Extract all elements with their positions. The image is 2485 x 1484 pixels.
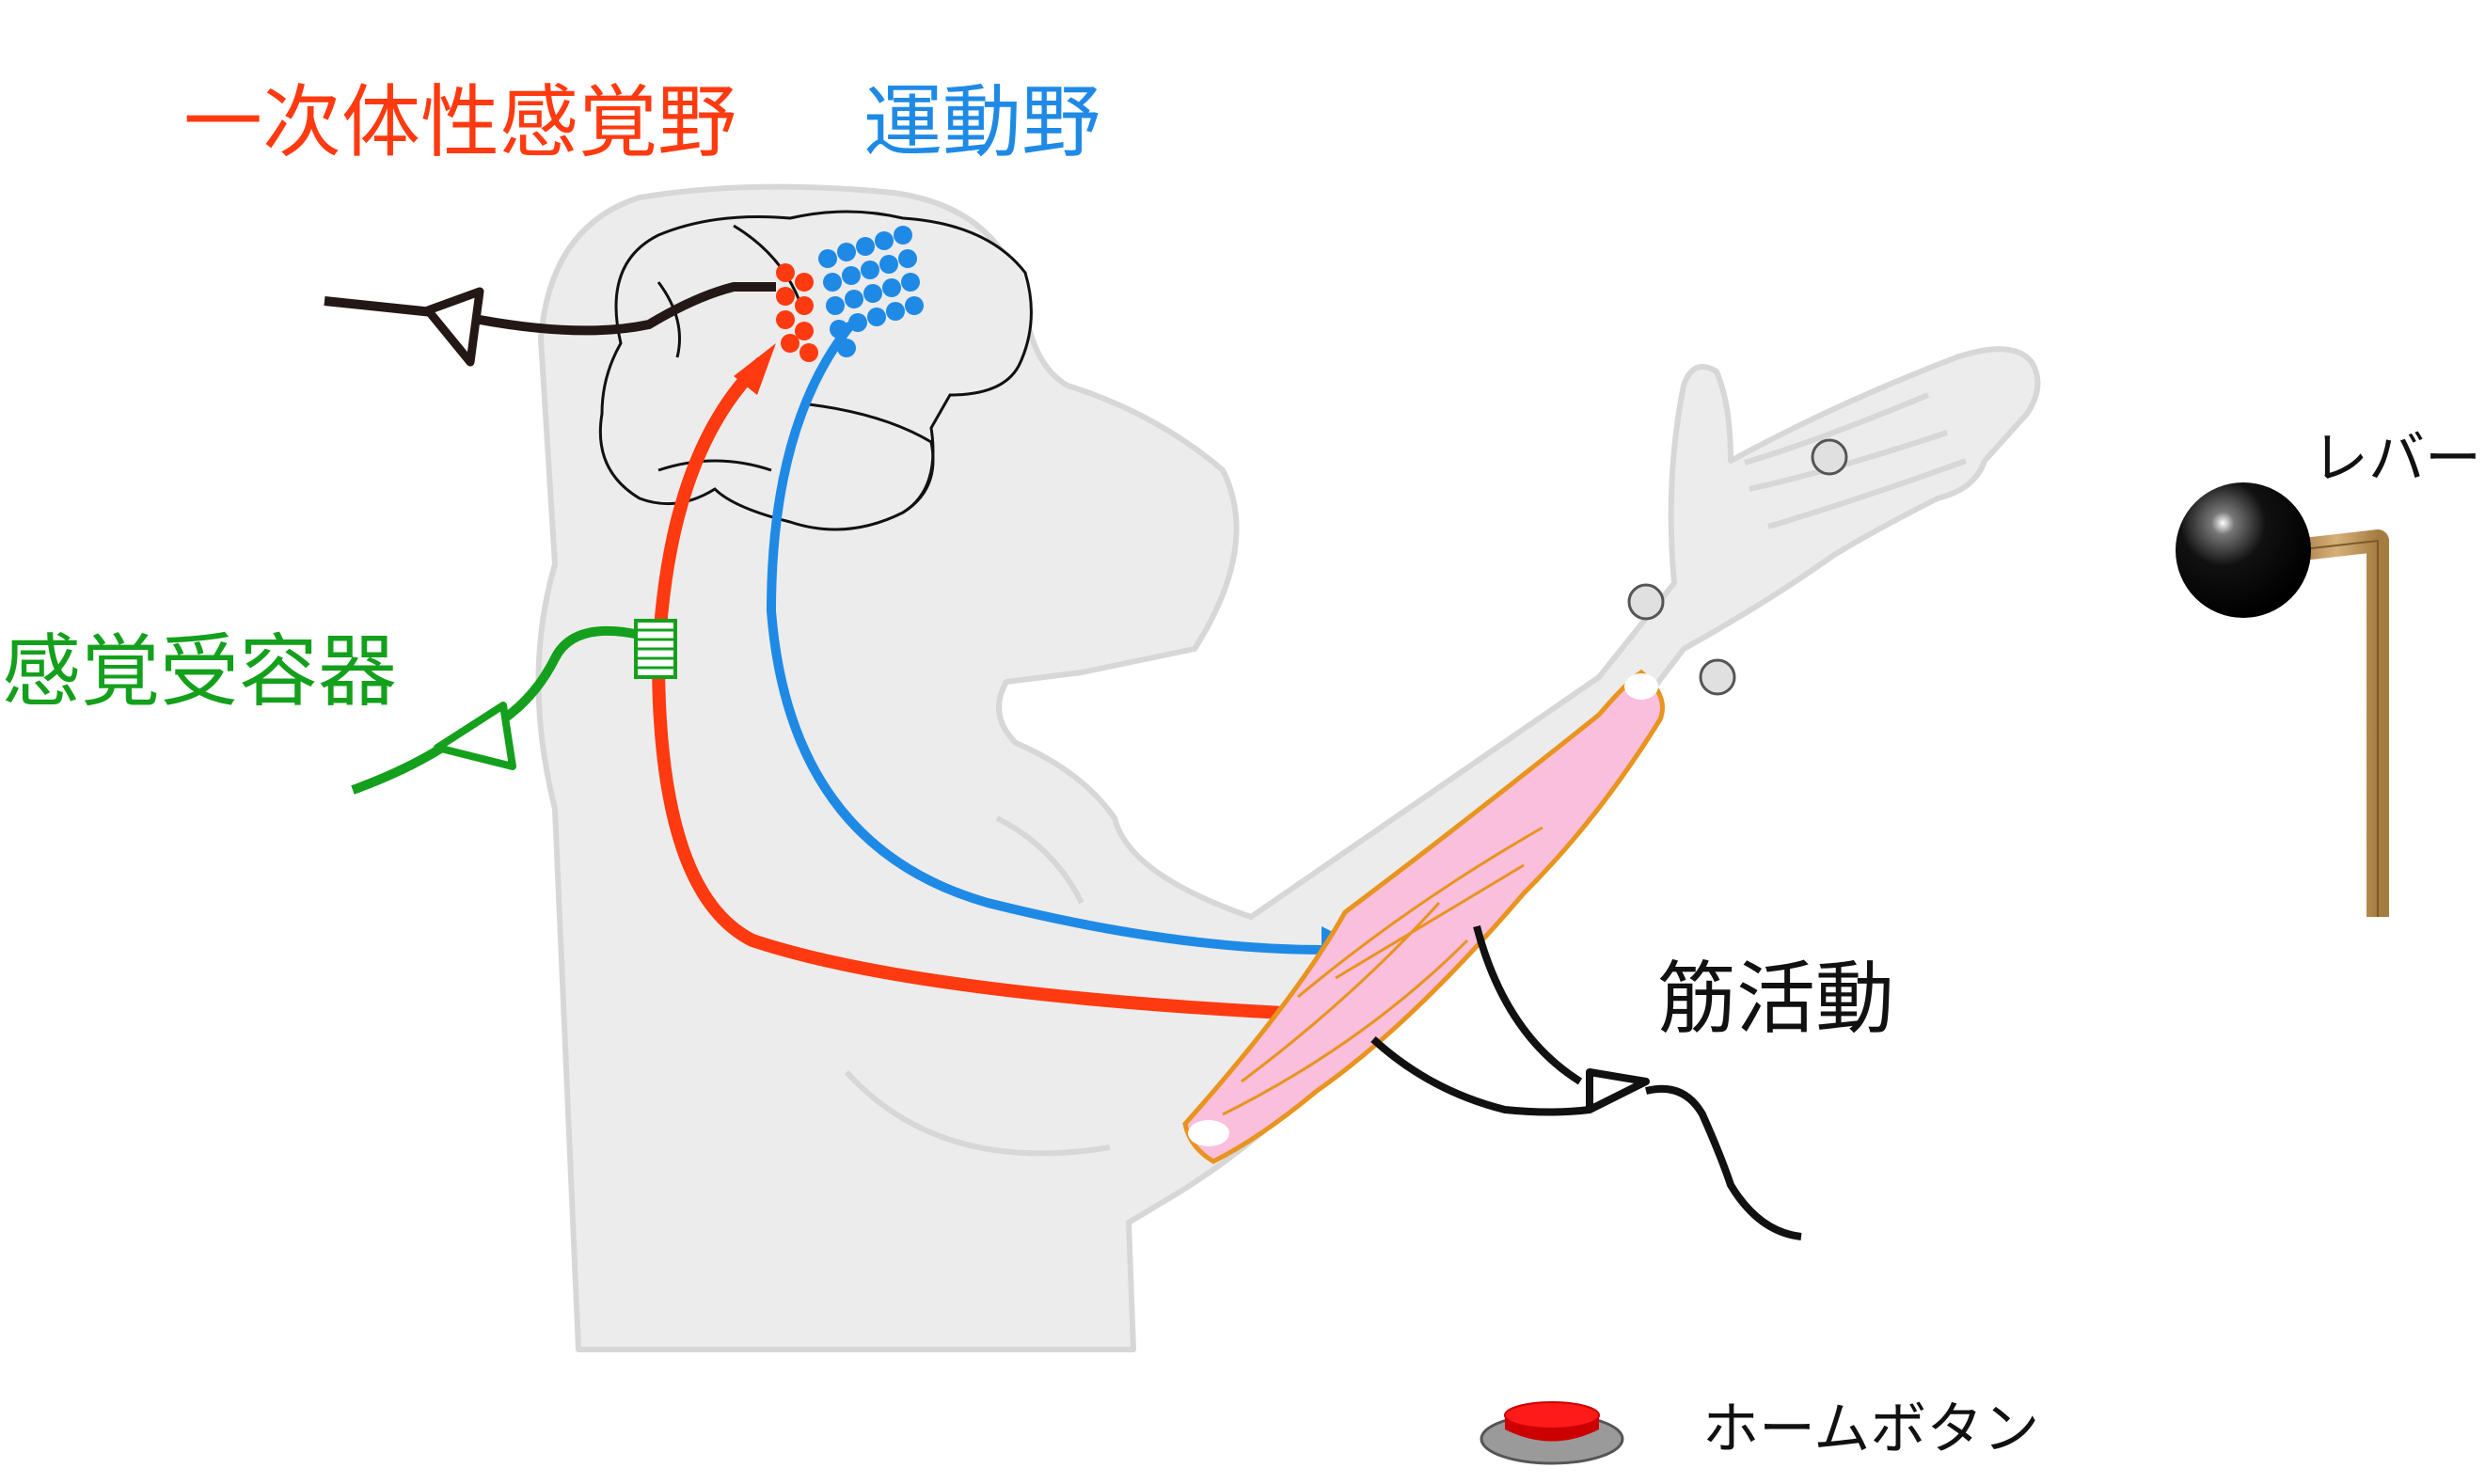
lever-rod-edge: [2295, 541, 2378, 917]
label-home-button: ホームボタン: [1702, 1401, 2039, 1458]
lever-rod: [2295, 541, 2378, 917]
reflective-marker-icon: [1701, 660, 1734, 694]
black-ball-knob-icon: [2176, 482, 2311, 618]
lever: [2176, 482, 2378, 917]
muscle-tendon-distal: [1188, 1120, 1229, 1146]
red-push-button-icon: [1505, 1402, 1599, 1429]
reflective-marker-icon: [1629, 585, 1663, 619]
emg-output-wire: [1646, 1089, 1801, 1237]
open-triangle-electrode-icon: [428, 292, 480, 362]
label-lever: レバー: [2312, 431, 2481, 487]
reflective-marker-icon: [1812, 440, 1846, 474]
label-primary-somatosensory-cortex: 一次体性感覚野: [183, 83, 736, 162]
muscle-tendon-proximal: [1624, 673, 1658, 700]
label-sensory-receptor: 感覚受容器: [2, 632, 397, 711]
home-button: [1481, 1402, 1622, 1463]
receptor-triangle-icon: [437, 705, 513, 766]
label-motor-cortex: 運動野: [863, 83, 1100, 162]
label-muscle-activity: 筋活動: [1657, 959, 1894, 1038]
open-triangle-electrode-icon: [1590, 1072, 1646, 1110]
